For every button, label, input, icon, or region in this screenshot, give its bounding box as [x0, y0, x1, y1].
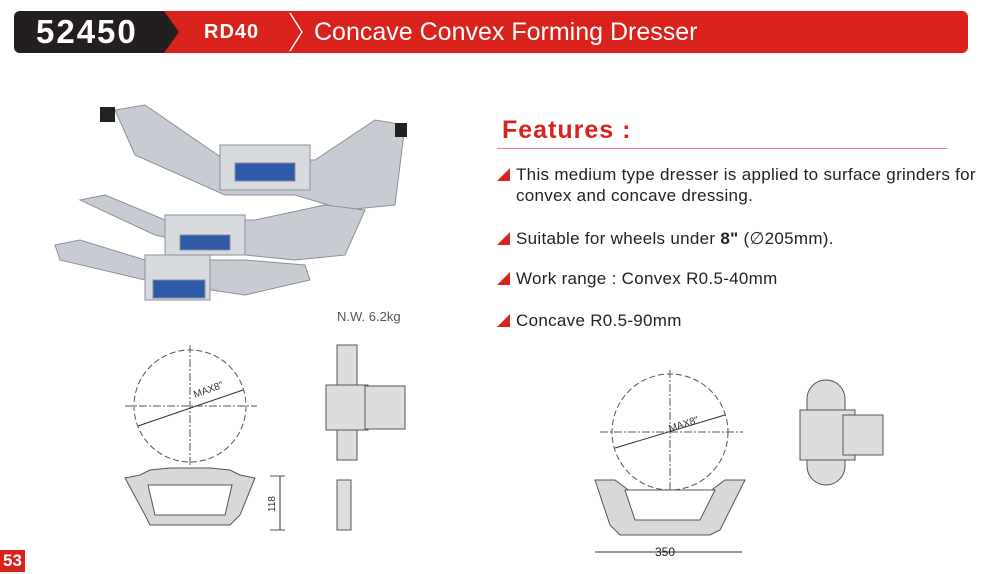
width-dimension: 350	[655, 545, 675, 559]
technical-drawing-rd40-wide: MAX8" 350	[594, 370, 884, 559]
height-dimension: 118	[267, 496, 278, 512]
page-number: 53	[0, 550, 25, 572]
bullet-icon	[497, 272, 510, 285]
feature-item: Work range : Convex R0.5-40mm	[497, 268, 976, 289]
product-code: 52450	[14, 11, 179, 53]
feature-item: Concave R0.5-90mm	[497, 310, 976, 331]
divider	[497, 148, 947, 149]
chevron-icon	[289, 12, 303, 52]
model-number: RD40	[204, 21, 260, 43]
bullet-icon	[497, 314, 510, 327]
product-photo	[54, 104, 407, 301]
features-heading: Features :	[502, 116, 632, 144]
feature-item: Suitable for wheels under 8" (∅205mm).	[497, 228, 976, 249]
header-banner: 52450 RD40 Concave Convex Forming Dresse…	[14, 11, 968, 53]
technical-drawing-rd40: MAX8" 118	[124, 344, 406, 531]
bullet-icon	[497, 168, 510, 181]
feature-item: This medium type dresser is applied to s…	[497, 164, 976, 206]
bullet-icon	[497, 232, 510, 245]
net-weight: N.W. 6.2kg	[337, 309, 401, 324]
product-title: Concave Convex Forming Dresser	[314, 18, 698, 46]
